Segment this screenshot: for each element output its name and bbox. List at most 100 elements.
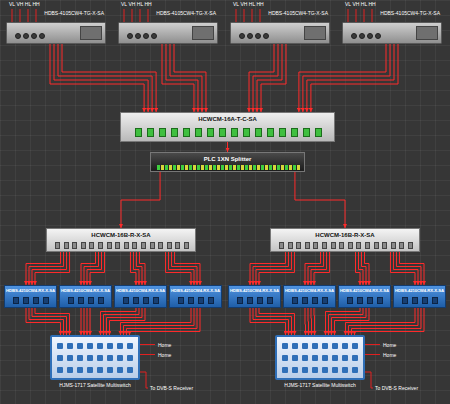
fiber-line (259, 308, 295, 335)
demux-port (184, 242, 189, 249)
device-body (230, 22, 330, 44)
receiver-port (257, 297, 263, 304)
fiber-line (103, 308, 139, 335)
demux-port (115, 242, 120, 249)
optical-port (15, 33, 21, 39)
receiver-port (88, 297, 94, 304)
signal-name: HH (256, 1, 263, 7)
splitter-port (193, 165, 196, 170)
device-label: HDBS-4210CW4-RX-X-SA (116, 288, 165, 294)
demux-port (175, 242, 180, 249)
fiber-connector (130, 252, 145, 285)
splitter-port (213, 165, 216, 170)
fiber-line (295, 172, 345, 228)
switch-port (127, 343, 133, 349)
demux-port (72, 242, 77, 249)
receiver-port (153, 297, 159, 304)
fiber-connector (166, 252, 200, 285)
demux-port (348, 242, 353, 249)
fiber-line (90, 308, 91, 335)
fiber-line (399, 252, 424, 285)
fiber-line (29, 308, 64, 335)
optical-port (135, 33, 141, 39)
switch-port (322, 367, 328, 373)
demux-port (382, 242, 387, 249)
fiber-line (172, 252, 197, 285)
green-adapter (267, 128, 274, 137)
transmitter-unit: HDBS-4105CW4-TG-X-SA (6, 10, 106, 44)
fiber-line (354, 308, 424, 335)
switch-port (332, 343, 338, 349)
splitter-port (257, 165, 260, 170)
device-body (118, 22, 218, 44)
demux-port (64, 242, 69, 249)
power-module (192, 26, 214, 40)
fiber-line (84, 308, 85, 335)
demux-port (124, 242, 129, 249)
receiver-port (367, 297, 373, 304)
optical-port (23, 33, 29, 39)
cwdm-demux: HCWCM-16B-R-X-SA (46, 228, 196, 252)
receiver-unit: HDBS-4210CW4-RX-X-SA (283, 285, 336, 308)
fiber-line (396, 252, 421, 285)
input-wire (236, 9, 260, 22)
optical-port (239, 33, 245, 39)
fiber-line (253, 308, 289, 335)
fiber-connector (250, 252, 294, 285)
fiber-line (250, 308, 286, 335)
receiver-port (123, 297, 129, 304)
receiver-port (208, 297, 214, 304)
wire-group (12, 9, 380, 388)
output-label: To DVB-S Receiver (375, 385, 418, 391)
switch-port (97, 355, 103, 361)
receiver-port (13, 297, 19, 304)
green-adapter (159, 128, 166, 137)
receiver-port (412, 297, 418, 304)
cwdm-demux: HCWCM-16B-R-X-SA (270, 228, 420, 252)
switch-port (352, 355, 358, 361)
fiber-line (169, 252, 194, 285)
fiber-line (356, 252, 361, 285)
device-label: HDBS-4210CW4-RX-X-SA (395, 288, 444, 294)
demux-port (339, 242, 344, 249)
demux-port (98, 242, 103, 249)
device-label: HCWCM-16A-T-C-SA (198, 115, 257, 123)
fiber-connector (345, 308, 424, 335)
green-adapter (183, 128, 190, 137)
fiber-line (308, 252, 324, 285)
receiver-port (78, 297, 84, 304)
demux-port (279, 242, 284, 249)
receiver-port (292, 297, 298, 304)
splitter-port (165, 165, 168, 170)
green-adapter (219, 128, 226, 137)
receiver-port (247, 297, 253, 304)
output-label: To DVB-S Receiver (150, 385, 193, 391)
fiber-line (166, 252, 191, 285)
fiber-line (311, 308, 313, 335)
receiver-port (377, 297, 383, 304)
fiber-connector (356, 252, 370, 285)
power-module (416, 26, 438, 40)
switch-port (312, 343, 318, 349)
green-adapter (279, 128, 286, 137)
device-label: HCWCM-16B-R-X-SA (315, 231, 374, 239)
green-adapter (231, 128, 238, 137)
fiber-line (129, 308, 200, 335)
splitter-port (229, 165, 232, 170)
fiber-connector (249, 44, 286, 112)
fiber-connector (305, 252, 330, 285)
output-label: Home (383, 342, 396, 348)
fiber-line (250, 252, 285, 285)
switch-port (67, 367, 73, 373)
fiber-line (305, 252, 321, 285)
green-adapter (315, 128, 322, 137)
switch-port (57, 343, 63, 349)
fiber-connector (295, 172, 345, 228)
switch-port (77, 355, 83, 361)
device-label: HDBS-4105CW4-TG-X-SA (156, 10, 216, 17)
fiber-line (259, 252, 294, 285)
fiber-connector (121, 172, 160, 228)
fiber-line (29, 252, 64, 285)
device-caption: HJMS-1717 Satellite Multiswitch (275, 382, 365, 388)
switch-port (87, 367, 93, 373)
